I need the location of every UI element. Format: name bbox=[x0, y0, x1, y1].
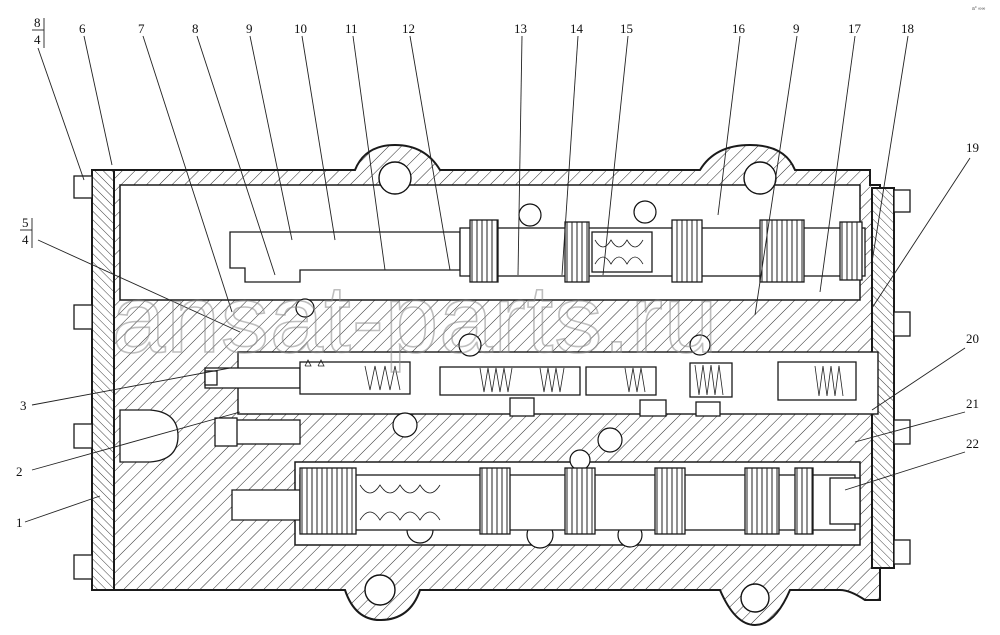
callout-1: 1 bbox=[16, 515, 23, 530]
callout-18: 18 bbox=[901, 21, 914, 36]
callout-22: 22 bbox=[966, 436, 979, 451]
svg-text:8: 8 bbox=[34, 15, 41, 30]
middle-valve-assembly bbox=[204, 359, 857, 447]
callout-21: 21 bbox=[966, 396, 979, 411]
callout-11: 11 bbox=[345, 21, 358, 36]
callout-15: 15 bbox=[620, 21, 633, 36]
leader-lines bbox=[24, 35, 971, 523]
side-callouts: 19 20 21 22 3 2 1 bbox=[16, 140, 979, 530]
callout-16: 16 bbox=[732, 21, 746, 36]
callout-7: 7 bbox=[138, 21, 145, 36]
lower-spool bbox=[231, 467, 861, 535]
svg-text:5: 5 bbox=[22, 215, 29, 230]
callout-2: 2 bbox=[16, 464, 23, 479]
right-cover-bolts bbox=[893, 189, 911, 565]
callout-6: 6 bbox=[79, 21, 86, 36]
svg-text:4: 4 bbox=[34, 32, 41, 47]
corner-note: a° ∞∞ bbox=[972, 6, 986, 12]
callout-10: 10 bbox=[294, 21, 307, 36]
callout-19: 19 bbox=[966, 140, 979, 155]
left-cover-bolts bbox=[73, 175, 93, 580]
callout-3: 3 bbox=[20, 398, 27, 413]
top-callouts: 6 7 8 9 10 11 12 13 14 15 16 9 17 18 bbox=[79, 21, 914, 36]
svg-text:4: 4 bbox=[22, 232, 29, 247]
callout-9b: 9 bbox=[793, 21, 800, 36]
watermark-text: ansat-parts.ru bbox=[112, 266, 718, 373]
callout-14: 14 bbox=[570, 21, 584, 36]
section-marker-8-4: 8 4 bbox=[32, 15, 45, 48]
callout-8: 8 bbox=[192, 21, 199, 36]
section-marker-5-4: 5 4 bbox=[20, 215, 33, 248]
callout-13: 13 bbox=[514, 21, 527, 36]
callout-17: 17 bbox=[848, 21, 862, 36]
callout-20: 20 bbox=[966, 331, 979, 346]
callout-9a: 9 bbox=[246, 21, 253, 36]
callout-12: 12 bbox=[402, 21, 415, 36]
upper-spool bbox=[229, 219, 866, 283]
